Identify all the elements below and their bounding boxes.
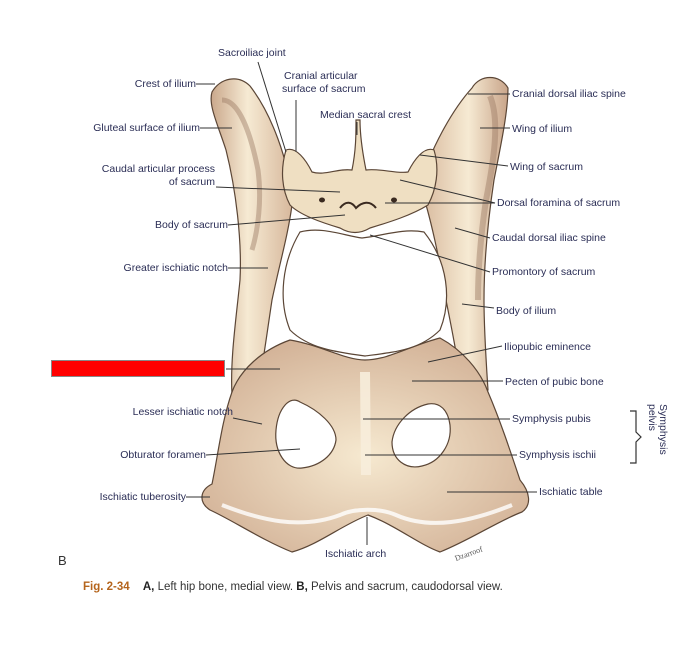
left-obturator-foramen (275, 399, 337, 469)
label-greater-ischiatic-notch: Greater ischiatic notch (123, 262, 228, 274)
figure-caption: Fig. 2-34 A, Left hip bone, medial view.… (83, 581, 503, 593)
redacted-label-box (51, 360, 225, 377)
label-sacroiliac-joint: Sacroiliac joint (218, 47, 286, 59)
label-symphysis-pelvis: Symphysis pelvis (646, 404, 669, 455)
label-obturator-foramen: Obturator foramen (120, 449, 206, 461)
leader-lines (186, 61, 537, 545)
label-symphysis-pubis: Symphysis pubis (512, 413, 591, 425)
label-dorsal-foramina-of-sacrum: Dorsal foramina of sacrum (497, 197, 621, 209)
caption-figure-number: Fig. 2-34 (83, 581, 130, 593)
label-lesser-ischiatic-notch: Lesser ischiatic notch (132, 406, 233, 418)
label-cranial-dorsal-iliac-spine: Cranial dorsal iliac spine (512, 88, 626, 100)
label-symphysis-ischii: Symphysis ischii (519, 449, 597, 461)
caption-part-a-letter: A, (142, 581, 155, 593)
caption-part-b-letter: B, (296, 581, 308, 593)
label-body-of-ilium: Body of ilium (496, 305, 557, 317)
label-wing-of-ilium: Wing of ilium (512, 123, 573, 135)
label-caudal-articular-process: Caudal articular process (101, 163, 215, 175)
label-iliopubic-eminence: Iliopubic eminence (504, 341, 591, 353)
label-wing-of-sacrum: Wing of sacrum (510, 161, 583, 173)
symphysis-bracket (630, 410, 642, 464)
panel-letter: B (58, 553, 67, 568)
label-pecten-of-pubic-bone: Pecten of pubic bone (505, 376, 604, 388)
label-gluteal-surface-of-ilium: Gluteal surface of ilium (93, 122, 200, 134)
label-surface-of-sacrum: surface of sacrum (282, 83, 366, 95)
label-caudal-dorsal-iliac-spine: Caudal dorsal iliac spine (492, 232, 606, 244)
sacrum-shape (281, 119, 438, 234)
label-median-sacral-crest: Median sacral crest (320, 109, 412, 121)
label-crest-of-ilium: Crest of ilium (134, 78, 196, 90)
label-body-of-sacrum: Body of sacrum (155, 219, 228, 231)
label-ischiatic-arch: Ischiatic arch (325, 548, 387, 560)
artist-signature: Dzarroof (454, 544, 485, 562)
label-promontory-of-sacrum: Promontory of sacrum (492, 266, 596, 278)
label-cranial-articular: Cranial articular (284, 70, 358, 82)
caption-part-b-text: Pelvis and sacrum, caudodorsal view. (311, 581, 503, 593)
pelvic-inlet (282, 229, 448, 357)
label-ischiatic-table: Ischiatic table (539, 486, 603, 498)
label-of-sacrum: of sacrum (168, 176, 215, 188)
label-ischiatic-tuberosity: Ischiatic tuberosity (99, 491, 186, 503)
caption-part-a-text: Left hip bone, medial view. (157, 581, 294, 593)
